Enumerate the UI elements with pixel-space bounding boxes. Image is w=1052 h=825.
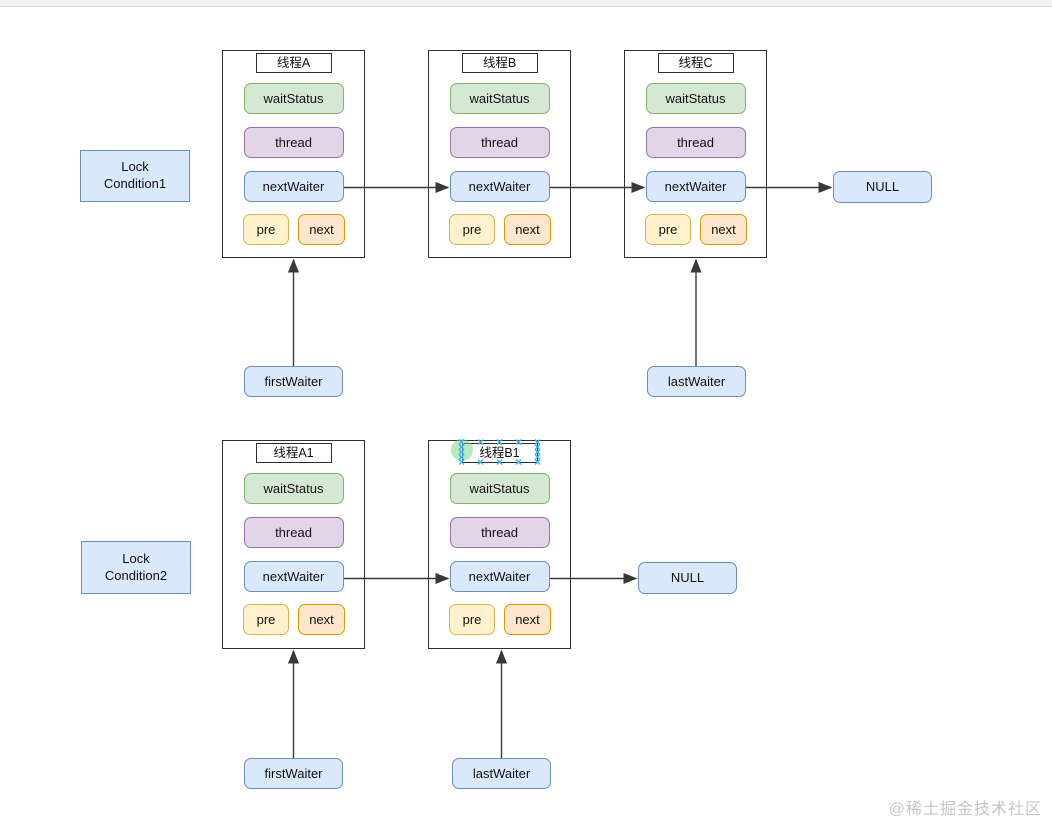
field-waitstatus[interactable]: waitStatus — [645, 83, 746, 114]
first-waiter-node-2[interactable]: firstWaiter — [244, 758, 343, 789]
field-waitstatus[interactable]: waitStatus — [243, 83, 344, 114]
field-next[interactable]: next — [298, 604, 345, 635]
selection-endpoint-circle — [451, 439, 473, 461]
field-waitstatus[interactable]: waitStatus — [243, 473, 344, 504]
thread-node-a1[interactable]: 线程A1 waitStatus thread nextWaiter pre ne… — [222, 440, 365, 649]
field-next[interactable]: next — [700, 214, 747, 245]
lock-condition2-node[interactable]: Lock Condition2 — [81, 541, 191, 594]
page-top-strip — [0, 0, 1052, 7]
field-thread[interactable]: thread — [243, 127, 344, 158]
field-next[interactable]: next — [504, 604, 551, 635]
thread-node-a[interactable]: 线程A waitStatus thread nextWaiter pre nex… — [222, 50, 365, 258]
field-thread[interactable]: thread — [243, 517, 344, 548]
thread-node-c[interactable]: 线程C waitStatus thread nextWaiter pre nex… — [624, 50, 767, 258]
first-waiter-node-1[interactable]: firstWaiter — [244, 366, 343, 397]
thread-b1-title-selected[interactable]: 线程B1 — [461, 443, 538, 463]
field-pre[interactable]: pre — [449, 604, 495, 635]
thread-c-title[interactable]: 线程C — [657, 53, 734, 73]
field-nextwaiter[interactable]: nextWaiter — [243, 171, 344, 202]
field-next[interactable]: next — [298, 214, 345, 245]
last-waiter-node-2[interactable]: lastWaiter — [452, 758, 551, 789]
thread-node-b1[interactable]: 线程B1 waitStatus thread nextWaiter pre ne… — [428, 440, 571, 649]
thread-node-b[interactable]: 线程B waitStatus thread nextWaiter pre nex… — [428, 50, 571, 258]
field-nextwaiter[interactable]: nextWaiter — [449, 561, 550, 592]
null-node-2[interactable]: NULL — [638, 562, 737, 594]
field-nextwaiter[interactable]: nextWaiter — [243, 561, 344, 592]
field-thread[interactable]: thread — [645, 127, 746, 158]
field-pre[interactable]: pre — [243, 604, 289, 635]
null-node-1[interactable]: NULL — [833, 171, 932, 203]
field-waitstatus[interactable]: waitStatus — [449, 83, 550, 114]
field-waitstatus[interactable]: waitStatus — [449, 473, 550, 504]
thread-a-title[interactable]: 线程A — [255, 53, 332, 73]
field-pre[interactable]: pre — [645, 214, 691, 245]
field-next[interactable]: next — [504, 214, 551, 245]
thread-b-title[interactable]: 线程B — [461, 53, 538, 73]
thread-a1-title[interactable]: 线程A1 — [255, 443, 332, 463]
lock-condition1-line1: Lock — [121, 159, 149, 175]
lock-condition1-node[interactable]: Lock Condition1 — [80, 150, 190, 202]
field-pre[interactable]: pre — [449, 214, 495, 245]
field-nextwaiter[interactable]: nextWaiter — [449, 171, 550, 202]
field-pre[interactable]: pre — [243, 214, 289, 245]
field-thread[interactable]: thread — [449, 517, 550, 548]
juejin-watermark: @稀土掘金技术社区 — [888, 801, 1042, 818]
lock-condition2-line1: Lock — [122, 550, 150, 566]
last-waiter-node-1[interactable]: lastWaiter — [647, 366, 746, 397]
lock-condition1-line2: Condition1 — [103, 176, 167, 191]
field-nextwaiter[interactable]: nextWaiter — [645, 171, 746, 202]
field-thread[interactable]: thread — [449, 127, 550, 158]
lock-condition2-line2: Condition2 — [104, 567, 168, 583]
